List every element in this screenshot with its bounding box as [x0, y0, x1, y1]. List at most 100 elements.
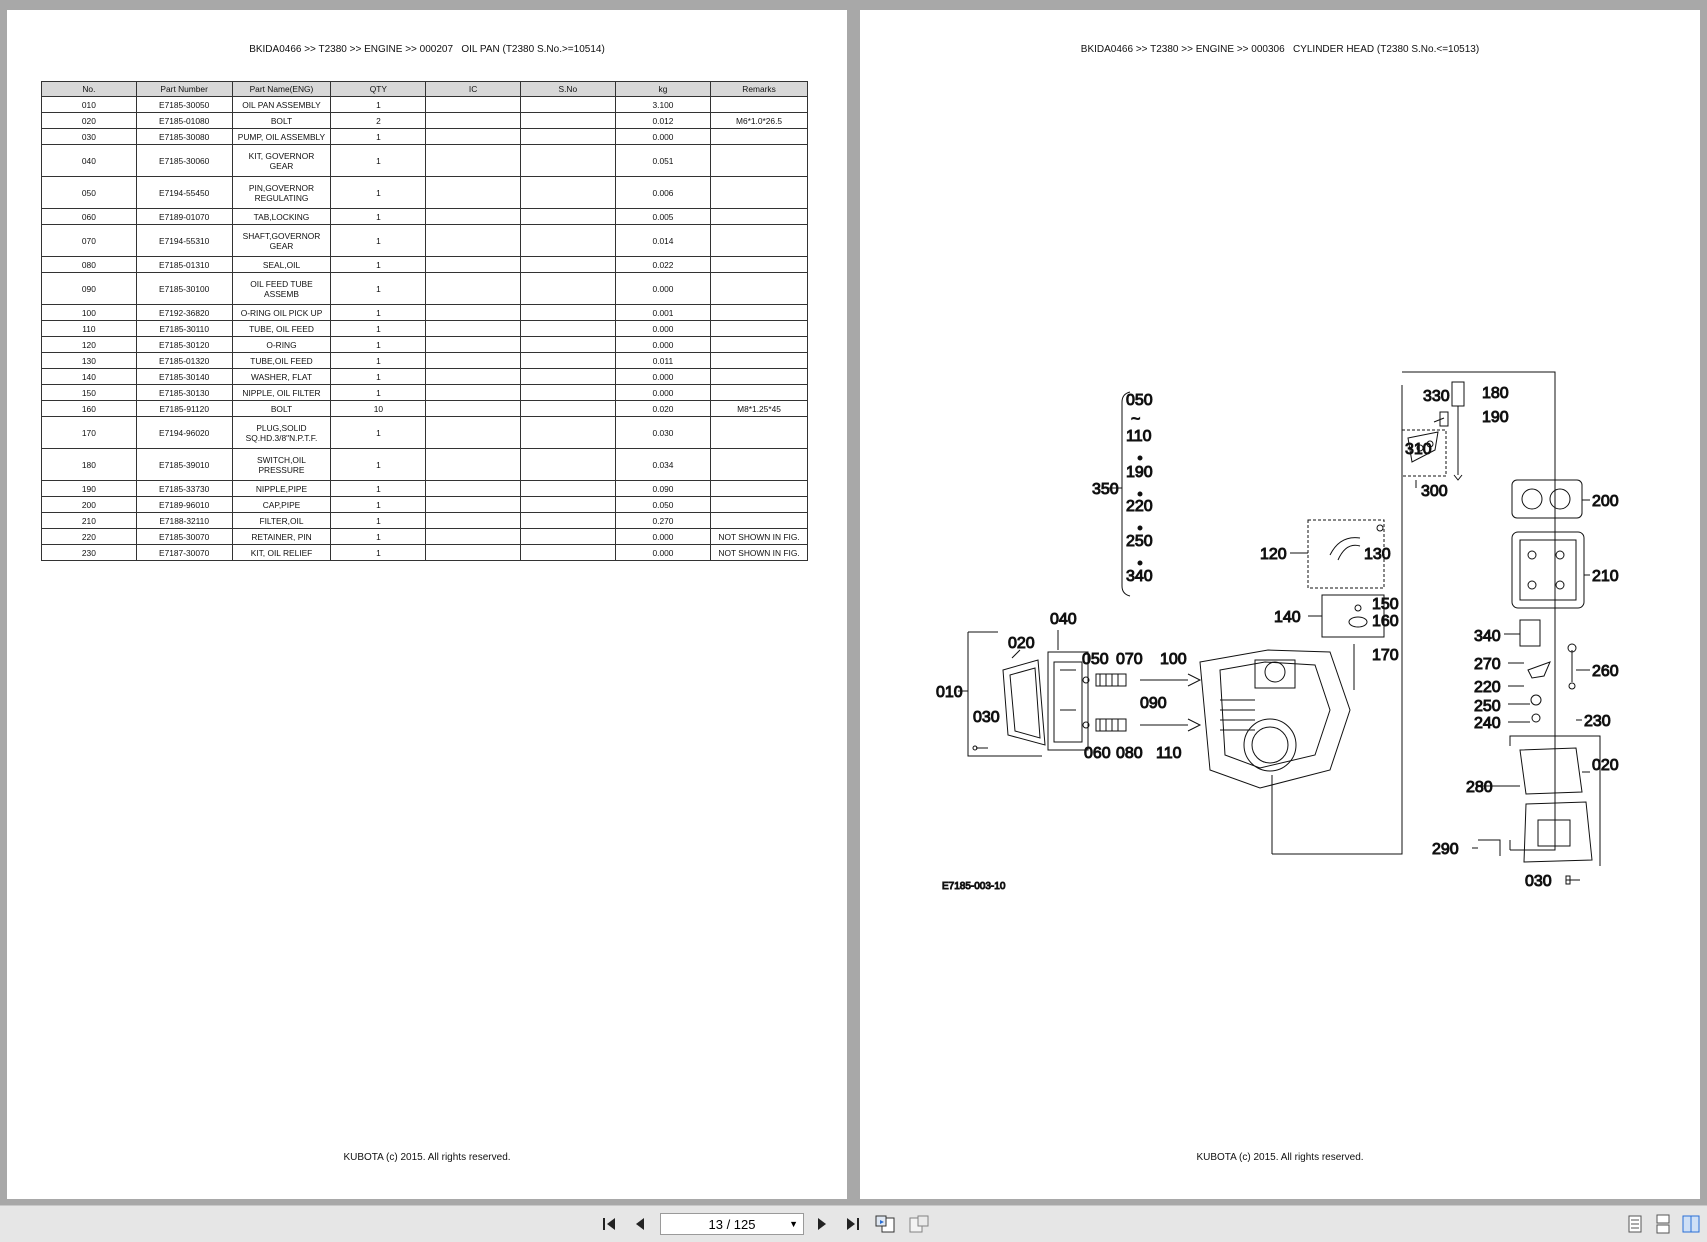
- last-page-icon[interactable]: [840, 1206, 866, 1242]
- cell-qty: 1: [330, 416, 427, 449]
- next-page-icon[interactable]: [810, 1206, 834, 1242]
- callout-label: 040: [1050, 611, 1077, 628]
- cell-sno: [519, 176, 616, 209]
- page-header: BKIDA0466 >> T2380 >> ENGINE >> 000306 C…: [1080, 44, 1480, 55]
- callout-label: 230: [1584, 713, 1611, 730]
- cell-sno: [519, 336, 616, 353]
- part-name-line: OIL PAN ASSEMBLY: [242, 99, 321, 110]
- cell-no: 190: [41, 480, 137, 497]
- col-ic: IC: [425, 81, 521, 97]
- callout-label: 050: [1126, 392, 1153, 409]
- gasket-part: [1047, 630, 1089, 751]
- cell-part-number: E7185-30060: [135, 144, 233, 177]
- cell-no: 080: [41, 256, 137, 273]
- next-view-icon[interactable]: [906, 1206, 932, 1242]
- callout-label: 100: [1160, 651, 1187, 668]
- cell-part-name: SEAL,OIL: [231, 256, 332, 273]
- cell-no: 020: [41, 112, 137, 129]
- callout-label: 250: [1474, 698, 1501, 715]
- tilde-mark: ~: [1131, 411, 1140, 428]
- part-name-line: PUMP, OIL ASSEMBLY: [237, 131, 326, 142]
- cell-ic: [425, 176, 521, 209]
- left-page: BKIDA0466 >> T2380 >> ENGINE >> 000207 O…: [7, 10, 847, 1199]
- cell-part-number: E7185-30120: [135, 336, 233, 353]
- cell-sno: [519, 320, 616, 337]
- cell-part-name: OIL PAN ASSEMBLY: [231, 96, 332, 113]
- part-name-line: SQ.HD.3/8"N.P.T.F.: [245, 432, 318, 443]
- cell-part-name: O-RING OIL PICK UP: [231, 304, 332, 321]
- cell-remarks: [710, 448, 808, 481]
- cell-sno: [519, 112, 616, 129]
- cell-kg: 0.012: [614, 112, 712, 129]
- chevron-down-icon[interactable]: ▼: [789, 1219, 798, 1229]
- page-indicator: 13 / 125: [708, 1216, 756, 1232]
- callout-label: 140: [1274, 609, 1301, 626]
- cell-remarks: [710, 144, 808, 177]
- cell-ic: [425, 528, 521, 545]
- cell-sno: [519, 528, 616, 545]
- single-page-icon[interactable]: [1622, 1206, 1648, 1242]
- valve-cover-part: [1472, 735, 1601, 885]
- cell-remarks: M8*1.25*45: [710, 400, 808, 417]
- continuous-icon[interactable]: [1650, 1206, 1676, 1242]
- dot-mark: [1137, 560, 1143, 566]
- cell-remarks: [710, 304, 808, 321]
- callout-label: 310: [1405, 441, 1432, 458]
- cell-part-name: WASHER, FLAT: [231, 368, 332, 385]
- facing-icon[interactable]: [1678, 1206, 1704, 1242]
- page-number-input[interactable]: 13 / 125 ▼: [660, 1213, 804, 1235]
- cell-sno: [519, 144, 616, 177]
- cell-kg: 0.005: [614, 208, 712, 225]
- cell-qty: 1: [330, 304, 427, 321]
- cell-ic: [425, 256, 521, 273]
- cell-part-name: RETAINER, PIN: [231, 528, 332, 545]
- table-header-row: No. Part Number Part Name(ENG) QTY IC S.…: [41, 81, 808, 97]
- cell-no: 150: [41, 384, 137, 401]
- cell-part-name: KIT, OIL RELIEF: [231, 544, 332, 561]
- callout-label: 350: [1092, 481, 1119, 498]
- cell-qty: 1: [330, 496, 427, 513]
- part-name-line: BOLT: [270, 115, 293, 126]
- cell-part-name: NIPPLE,PIPE: [231, 480, 332, 497]
- cell-kg: 0.011: [614, 352, 712, 369]
- prev-page-icon[interactable]: [628, 1206, 652, 1242]
- callout-label: 280: [1466, 779, 1493, 796]
- cell-sno: [519, 96, 616, 113]
- callout-label: 010: [936, 684, 963, 701]
- exploded-parts-diagram: 050 ~ 110 190 220 250 340 350 01: [936, 371, 1619, 893]
- dot-mark: [1137, 455, 1143, 461]
- cell-kg: 0.000: [614, 384, 712, 401]
- cell-remarks: [710, 416, 808, 449]
- cell-no: 060: [41, 208, 137, 225]
- cell-ic: [425, 480, 521, 497]
- col-kg: kg: [614, 81, 712, 97]
- cell-no: 180: [41, 448, 137, 481]
- cell-remarks: [710, 224, 808, 257]
- cell-no: 030: [41, 128, 137, 145]
- cell-kg: 0.001: [614, 304, 712, 321]
- cell-part-number: E7194-55310: [135, 224, 233, 257]
- cell-part-number: E7189-96010: [135, 496, 233, 513]
- cell-remarks: [710, 208, 808, 225]
- callout-label: 060: [1084, 745, 1111, 762]
- cell-remarks: [710, 480, 808, 497]
- cell-ic: [425, 208, 521, 225]
- previous-view-icon[interactable]: [872, 1206, 898, 1242]
- part-name-line: ASSEMB: [264, 288, 299, 299]
- cell-ic: [425, 336, 521, 353]
- first-page-icon[interactable]: [596, 1206, 622, 1242]
- part-name-line: PLUG,SOLID: [256, 422, 307, 433]
- part-name-line: CAP,PIPE: [262, 499, 301, 510]
- cell-no: 130: [41, 352, 137, 369]
- callout-label: 220: [1126, 498, 1153, 515]
- part-name-line: TAB,LOCKING: [253, 211, 310, 222]
- cell-ic: [425, 448, 521, 481]
